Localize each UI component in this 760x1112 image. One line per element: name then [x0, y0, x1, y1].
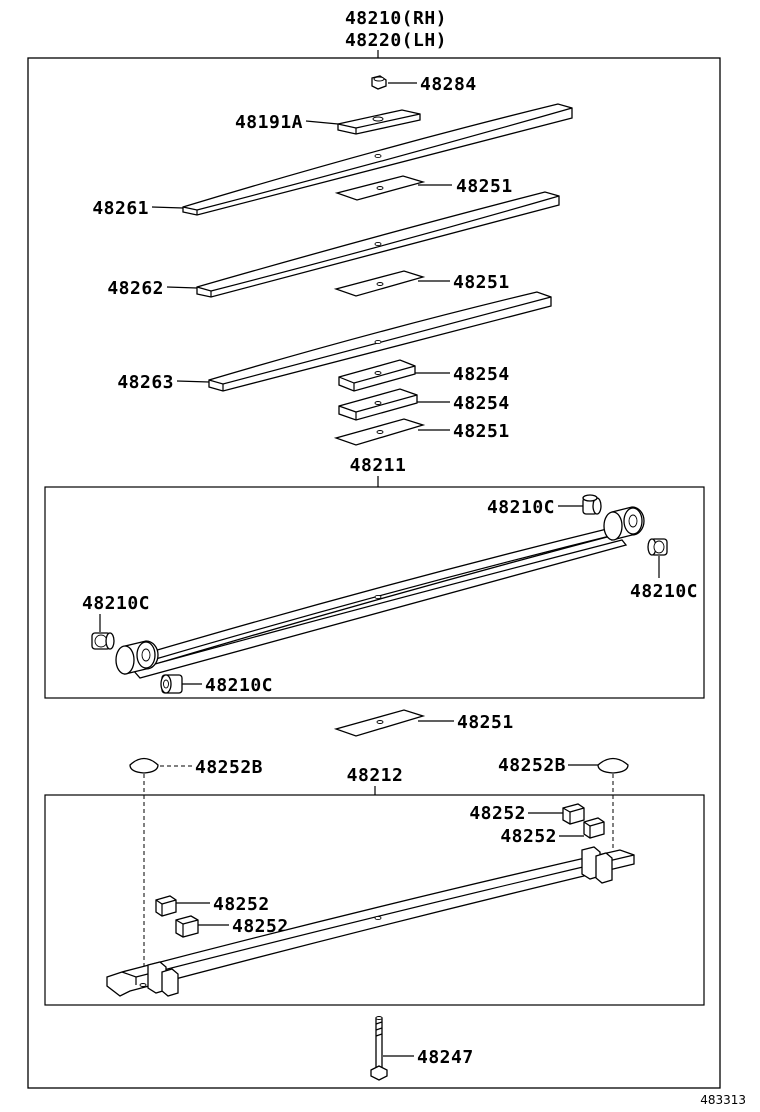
label-48261: 48261 [92, 198, 149, 219]
main-leaf-box [44, 486, 705, 699]
clip-48252-r2[interactable] [583, 817, 605, 839]
assembly-number-lh: 48220(LH) [345, 30, 447, 51]
bushing-48210c-left[interactable] [91, 632, 115, 650]
label-48252-l1: 48252 [213, 894, 270, 915]
label-48210c-bottom: 48210C [205, 675, 273, 696]
label-48212: 48212 [347, 765, 404, 786]
label-48252-l2: 48252 [232, 916, 289, 937]
label-48254-1: 48254 [453, 364, 510, 385]
bushing-48210c-right[interactable] [647, 538, 668, 556]
label-48262: 48262 [107, 278, 164, 299]
label-48251-2: 48251 [453, 272, 510, 293]
label-48252-r2: 48252 [500, 826, 557, 847]
label-48191a: 48191A [235, 112, 303, 133]
label-48263: 48263 [117, 372, 174, 393]
label-48252b-right: 48252B [498, 755, 566, 776]
label-48252b-left: 48252B [195, 757, 263, 778]
nut-48284[interactable] [371, 75, 387, 90]
clip-48252-l2[interactable] [175, 915, 199, 938]
assembly-frame [27, 57, 721, 1089]
plate-48191a[interactable] [337, 109, 421, 135]
liner-pad-48251-3[interactable] [333, 418, 426, 446]
main-leaf-48211[interactable] [115, 506, 645, 679]
label-48254-2: 48254 [453, 393, 510, 414]
bushing-48210c-top[interactable] [582, 494, 602, 515]
label-48210c-right: 48210C [630, 581, 698, 602]
clip-48252-r1[interactable] [562, 803, 585, 825]
leaf-spring-48262[interactable] [196, 191, 560, 298]
liner-pad-48251-4[interactable] [333, 709, 426, 737]
second-leaf-48212[interactable] [106, 846, 635, 997]
liner-pad-48251-1[interactable] [334, 175, 426, 201]
reference-code: 483313 [700, 1093, 746, 1107]
second-leaf-box [44, 794, 705, 1006]
bushing-48210c-bottom[interactable] [160, 674, 183, 694]
label-48251-4: 48251 [457, 712, 514, 733]
spacer-48254-2[interactable] [338, 388, 418, 421]
label-48247: 48247 [417, 1047, 474, 1068]
label-48284: 48284 [420, 74, 477, 95]
label-48251-1: 48251 [456, 176, 513, 197]
spacer-48254-1[interactable] [338, 359, 416, 392]
leaf-spring-48263[interactable] [208, 291, 552, 392]
label-48251-3: 48251 [453, 421, 510, 442]
liner-pad-48251-2[interactable] [333, 270, 426, 297]
label-48210c-left: 48210C [82, 593, 150, 614]
label-48211: 48211 [350, 455, 407, 476]
cap-48252b-right[interactable] [597, 757, 629, 774]
cap-48252b-left[interactable] [129, 757, 159, 774]
label-48252-r1: 48252 [469, 803, 526, 824]
assembly-number-rh: 48210(RH) [345, 8, 447, 29]
center-bolt-48247[interactable] [370, 1016, 388, 1081]
clip-48252-l1[interactable] [155, 895, 177, 917]
label-48210c-top: 48210C [487, 497, 555, 518]
leaf-spring-48261[interactable] [182, 103, 573, 216]
